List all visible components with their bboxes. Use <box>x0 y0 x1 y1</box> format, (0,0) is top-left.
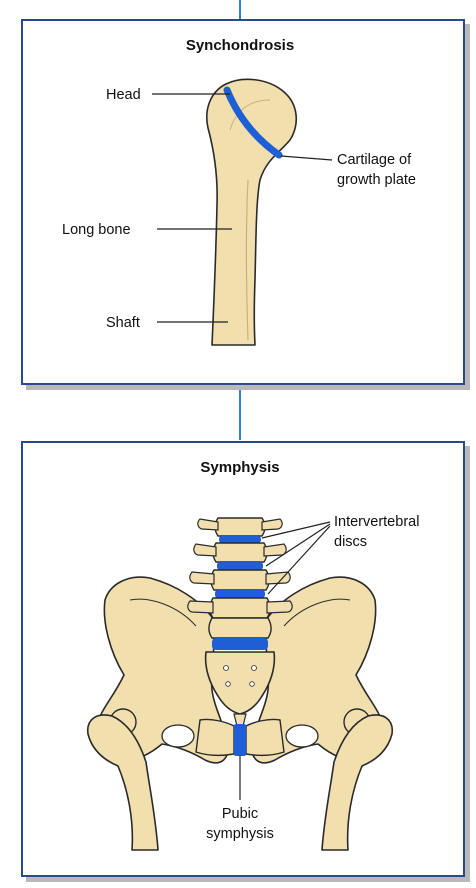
pelvis-illustration <box>87 576 393 851</box>
cartilage-label-line1: Cartilage of <box>337 152 412 168</box>
pubic-symphysis-label-line1: Pubic <box>222 806 258 822</box>
intervertebral-disc <box>212 638 268 650</box>
cartilage-label-line2: growth plate <box>337 172 416 188</box>
pubic-symphysis-cartilage <box>234 724 246 756</box>
intervertebral-discs-label-line1: Intervertebral <box>334 514 419 530</box>
long-bone-label: Long bone <box>62 222 131 238</box>
pubic-symphysis-label-line2: symphysis <box>206 826 274 842</box>
shaft-label: Shaft <box>106 315 140 331</box>
synchondrosis-panel: Synchondrosis Head Cartilage of growth p… <box>21 19 470 390</box>
lumbar-spine-illustration <box>187 517 293 650</box>
growth-plate <box>223 86 283 159</box>
long-bone-illustration <box>206 78 297 346</box>
intervertebral-discs-label-line2: discs <box>334 534 367 550</box>
head-label: Head <box>106 87 141 103</box>
intervertebral-disc <box>219 536 261 543</box>
panel-title: Symphysis <box>200 459 279 476</box>
symphysis-panel: Symphysis <box>21 441 470 882</box>
intervertebral-disc <box>217 562 263 570</box>
intervertebral-disc <box>215 590 265 598</box>
panel-title: Synchondrosis <box>186 37 294 54</box>
